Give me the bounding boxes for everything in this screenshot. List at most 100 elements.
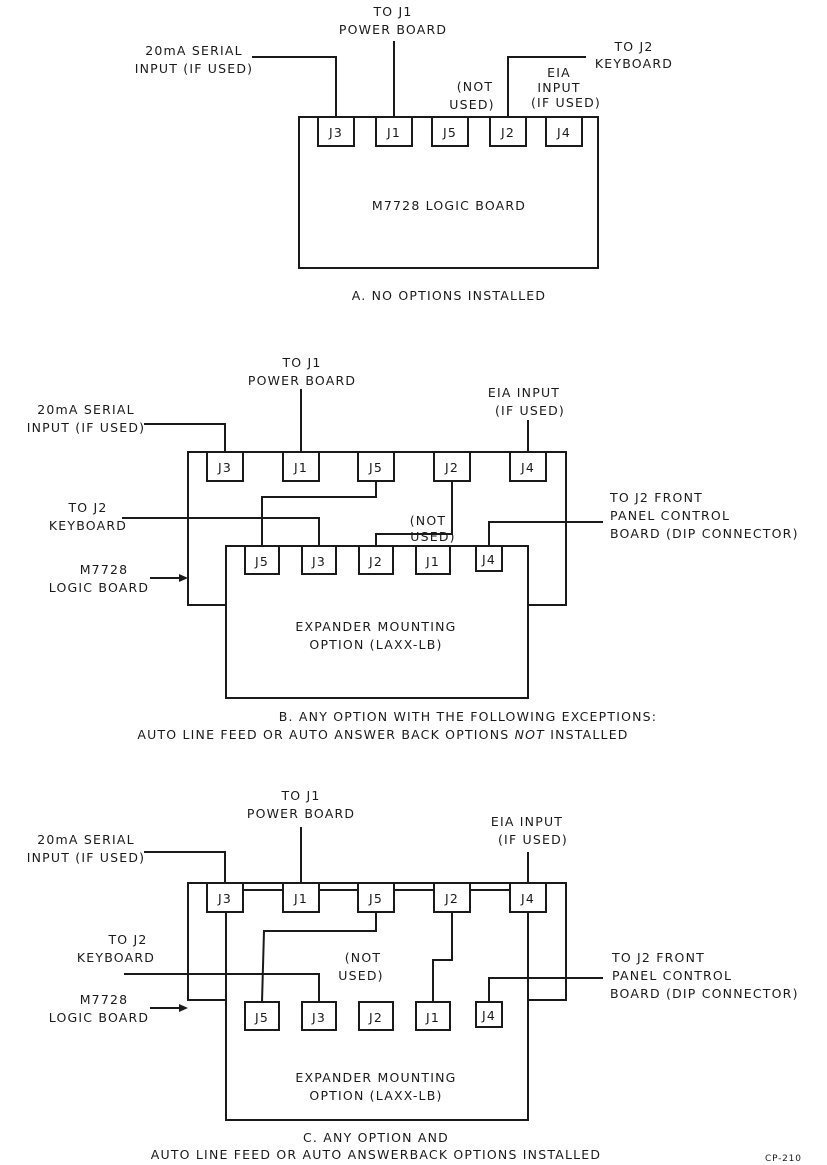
caption-b-line2: AUTO LINE FEED OR AUTO ANSWER BACK OPTIO… [137,727,628,742]
connector-box [415,545,451,575]
serial-input-label: INPUT (IF USED) [27,420,146,435]
to-j2-label: TO J2 [107,932,147,947]
connector-box [475,1001,503,1028]
connector-label: J5 [442,125,457,140]
connector-box [415,1001,451,1031]
connector-label: J3 [311,554,326,569]
front-panel-label: PANEL CONTROL [610,508,730,523]
leader-line [261,912,377,1003]
connector-label: J2 [500,125,515,140]
front-panel-label: TO J2 FRONT [611,950,705,965]
to-j1-label: TO J1 [281,355,321,370]
keyboard-label: KEYBOARD [77,950,155,965]
not-used-label: (NOT [345,950,382,965]
connector-box [357,451,395,482]
connector-label: J3 [217,460,232,475]
connector-label: J2 [444,460,459,475]
connector-box [433,882,471,913]
leader-line [488,521,603,546]
keyboard-label: KEYBOARD [49,518,127,533]
caption-a: A. NO OPTIONS INSTALLED [352,288,546,303]
serial-input-label: 20mA SERIAL [37,832,135,847]
leader-line [144,851,226,883]
leader-line [432,912,453,1002]
leader-line [122,517,320,546]
connector-label: J5 [254,1010,269,1025]
connector-label: J5 [254,554,269,569]
connector-box [282,451,320,482]
leader-line [261,481,377,546]
arrow-icon [179,1004,188,1012]
connector-label: J3 [217,891,232,906]
connector-box [375,116,413,147]
leader-line [507,56,586,117]
connector-label: J3 [311,1010,326,1025]
connector-label: J1 [293,460,308,475]
power-board-label: POWER BOARD [248,373,356,388]
to-j1-label: TO J1 [372,4,412,19]
power-board-label: POWER BOARD [339,22,447,37]
caption-c-line2: AUTO LINE FEED OR AUTO ANSWERBACK OPTION… [151,1147,601,1162]
connector-label: J4 [556,125,571,140]
to-j2-label: TO J2 [67,500,107,515]
serial-input-label: INPUT (IF USED) [27,850,146,865]
connector-label: J2 [444,891,459,906]
eia-label: EIA [547,65,571,80]
connector-label: J1 [386,125,401,140]
figure-id: CP-210 [765,1154,802,1164]
panel-c: J3 J1 J5 J2 J4 J5 J3 J2 J1 J4 TO J1 POWE… [27,788,799,1162]
connector-box [244,1001,280,1031]
connector-box [244,545,280,575]
front-panel-label: PANEL CONTROL [612,968,732,983]
front-panel-label: BOARD (DIP CONNECTOR) [610,986,799,1001]
panel-a: J3 J1 J5 J2 J4 TO J1 POWER BOARD 20mA SE… [135,4,673,303]
eia-label: (IF USED) [498,832,568,847]
logic-board-label: M7728 [80,992,129,1007]
eia-label: INPUT [537,80,580,95]
connector-box [301,1001,337,1031]
board-label: M7728 LOGIC BOARD [372,198,526,213]
connector-box [358,545,394,575]
connector-label: J1 [425,554,440,569]
eia-label: EIA INPUT [488,385,560,400]
leader-line [488,977,603,1002]
eia-label: EIA INPUT [491,814,563,829]
expander-label: OPTION (LAXX-LB) [309,637,442,652]
not-used-label: (NOT [457,79,494,94]
connector-label: J3 [328,125,343,140]
connector-box [431,116,469,147]
keyboard-label: KEYBOARD [595,56,673,71]
eia-label: (IF USED) [531,95,601,110]
connector-label: J4 [520,891,535,906]
logic-board-label: M7728 [80,562,129,577]
connector-box [206,451,244,482]
connector-label: J5 [368,891,383,906]
leader-line [375,481,453,546]
connector-label: J2 [368,554,383,569]
serial-input-label: INPUT (IF USED) [135,61,254,76]
connector-label: J4 [481,1008,496,1023]
connector-box [301,545,337,575]
connector-box [545,116,583,147]
connector-label: J5 [368,460,383,475]
to-j1-label: TO J1 [280,788,320,803]
leader-line [252,56,337,117]
logic-board-label: LOGIC BOARD [49,580,149,595]
front-panel-label: BOARD (DIP CONNECTOR) [610,526,799,541]
serial-input-label: 20mA SERIAL [145,43,243,58]
connector-label: J1 [293,891,308,906]
connector-box [509,451,547,482]
serial-input-label: 20mA SERIAL [37,402,135,417]
to-j2-label: TO J2 [613,39,653,54]
not-used-label: (NOT [410,513,447,528]
power-board-label: POWER BOARD [247,806,355,821]
leader-line [144,423,226,452]
expander-label: EXPANDER MOUNTING [295,1070,456,1085]
caption-c: C. ANY OPTION AND [303,1130,449,1145]
eia-label: (IF USED) [495,403,565,418]
panel-b: J3 J1 J5 J2 J4 J5 J3 J2 J1 J4 TO J1 POWE… [27,355,799,742]
connector-label: J4 [520,460,535,475]
leader-line [124,973,320,1002]
